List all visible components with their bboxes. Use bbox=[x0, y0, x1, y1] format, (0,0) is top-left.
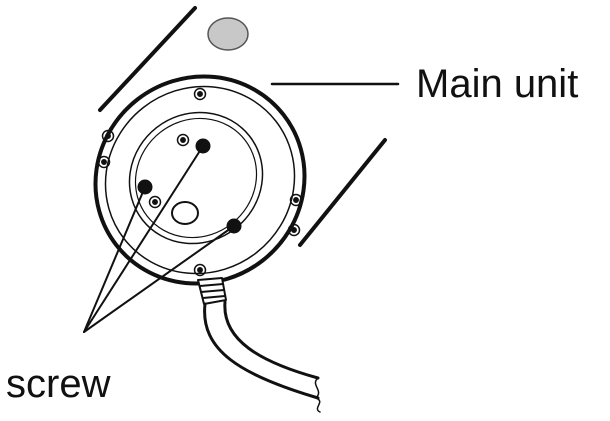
rim-screw-icon bbox=[287, 223, 301, 237]
cable-strain-relief bbox=[197, 277, 227, 305]
rim-screw-icon bbox=[148, 195, 162, 209]
main-unit-body bbox=[98, 6, 387, 247]
rim-screw-icon bbox=[289, 193, 303, 207]
cable bbox=[203, 300, 321, 413]
screw-leader-lines bbox=[83, 145, 235, 333]
body-right-edge bbox=[298, 138, 387, 247]
screw-label: screw bbox=[6, 362, 111, 406]
rim-screws bbox=[97, 87, 303, 277]
rim-screw-icon bbox=[97, 155, 111, 169]
rim-screw-icon bbox=[101, 129, 115, 143]
rim-screw-icon bbox=[193, 263, 207, 277]
body-left-edge bbox=[98, 6, 197, 112]
base-plate-inner-ring bbox=[104, 85, 296, 275]
center-hole bbox=[171, 201, 199, 225]
main-unit-label: Main unit bbox=[416, 62, 579, 106]
indicator-light bbox=[207, 17, 249, 51]
rim-screw-icon bbox=[193, 87, 207, 101]
rim-screw-icon bbox=[176, 133, 190, 147]
